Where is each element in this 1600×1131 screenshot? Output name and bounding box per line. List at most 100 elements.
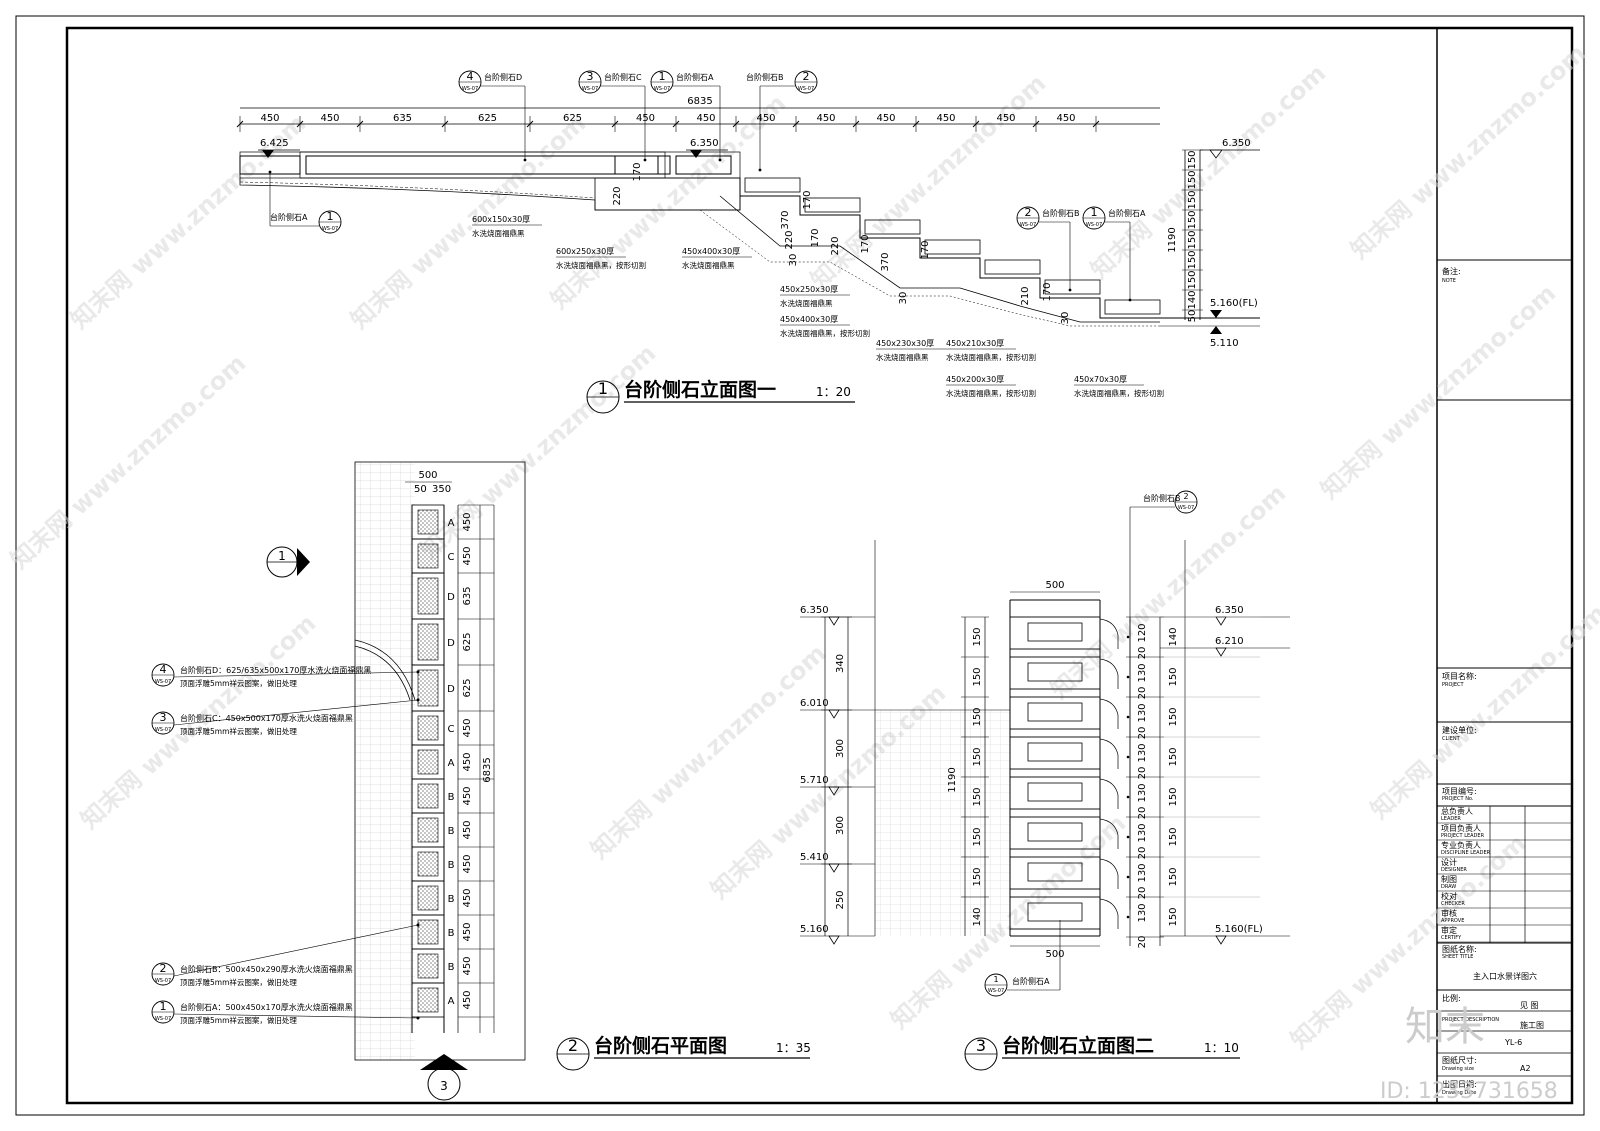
svg-text:WS-07: WS-07 [462,86,478,92]
svg-text:450: 450 [462,956,473,975]
svg-text:450: 450 [462,854,473,873]
elevation-view-2: 500 500 1190 6.3506.0105.7105.4105.1606.… [800,490,1290,997]
elev2-right-dim-b: 150 [1168,747,1179,766]
svg-text:625: 625 [462,632,473,651]
svg-text:D: D [447,592,455,603]
elev1-right-dim: 150 [1187,190,1198,209]
elev1-vdim: 220 [830,236,841,255]
svg-text:顶面浮雕5mm祥云图案，做旧处理: 顶面浮雕5mm祥云图案，做旧处理 [180,1015,297,1025]
svg-text:水洗烧面福鼎黑，按形切割: 水洗烧面福鼎黑，按形切割 [946,388,1036,398]
svg-text:6.425: 6.425 [260,138,289,149]
plan-width-dim: 500 [418,470,437,481]
elev2-inner-dim: 150 [972,867,983,886]
svg-text:4: 4 [467,70,474,83]
elev2-right-dim-b: 150 [1168,667,1179,686]
elev2-left-dim: 300 [835,816,846,835]
svg-text:5.160(FL): 5.160(FL) [1215,924,1263,935]
svg-text:DESIGNER: DESIGNER [1441,867,1467,873]
elev2-inner-dim: 150 [972,627,983,646]
plan-total-dim: 6835 [482,757,493,782]
svg-text:水洗烧面福鼎黑，按形切割: 水洗烧面福鼎黑，按形切割 [556,260,646,270]
elev2-stone [1009,896,1130,930]
svg-text:台阶侧石A: 台阶侧石A [1012,976,1050,986]
elev2-right-dim-a: 130 [1137,743,1148,762]
elev1-right-dim: 50 [1187,310,1198,323]
svg-text:台阶侧石D：625/635x500x170厚水洗火烧面福鼎黑: 台阶侧石D：625/635x500x170厚水洗火烧面福鼎黑 [180,665,371,675]
svg-text:3: 3 [160,711,167,724]
svg-text:DRAW: DRAW [1441,884,1456,890]
svg-text:WS-07: WS-07 [155,679,171,685]
elev1-dim: 625 [563,113,582,124]
svg-text:总负责人: 总负责人 [1441,806,1473,816]
svg-text:2: 2 [803,70,810,83]
svg-text:450: 450 [462,990,473,1009]
elev1-vdim: 220 [612,186,623,205]
svg-text:校对: 校对 [1441,891,1457,901]
elev2-level: 5.160(FL) [1160,924,1290,945]
svg-text:水洗烧面福鼎黑，按形切割: 水洗烧面福鼎黑，按形切割 [946,352,1036,362]
elev1-dim: 625 [478,113,497,124]
view-title-1-text: 台阶侧石立面图一 [624,378,776,401]
elev2-inner-dim: 150 [972,827,983,846]
elev2-level: 6.350 [800,605,875,626]
sheet-number: YL-6 [1504,1038,1522,1047]
svg-text:450: 450 [462,922,473,941]
svg-text:出图日期:: 出图日期: [1442,1079,1477,1089]
svg-text:5.410: 5.410 [800,852,829,863]
svg-text:施工图: 施工图 [1520,1020,1544,1030]
svg-text:设计: 设计 [1441,857,1457,867]
watermark-logo: 知末 [1405,1004,1485,1050]
svg-text:台阶侧石B: 台阶侧石B [746,72,784,82]
elev1-vdim: 170 [1042,282,1053,301]
elev2-right-dim-a: 130 [1137,663,1148,682]
svg-text:SHEET TITLE: SHEET TITLE [1442,954,1473,960]
svg-text:项目编号:: 项目编号: [1442,786,1477,796]
view-title-3-text: 台阶侧石立面图二 [1002,1034,1154,1057]
elev1-dim: 450 [756,113,775,124]
elev1-dim: 450 [996,113,1015,124]
elev2-width-bottom: 500 [1045,949,1064,960]
svg-text:Drawing Date: Drawing Date [1442,1090,1476,1096]
elev1-vdim: 170 [860,234,871,253]
svg-text:水洗烧面福鼎黑: 水洗烧面福鼎黑 [780,298,833,308]
elev2-left-dim: 300 [835,739,846,758]
elev1-right-dim: 150 [1187,270,1198,289]
elev1-right-dim: 150 [1187,210,1198,229]
svg-text:1: 1 [659,70,666,83]
svg-text:水洗烧面福鼎黑: 水洗烧面福鼎黑 [876,352,929,362]
elev1-right-dim: 150 [1187,230,1198,249]
elev1-dim: 450 [876,113,895,124]
svg-text:450: 450 [462,718,473,737]
view-title-2-scale: 1：35 [776,1041,811,1055]
elev1-vdim: 370 [780,210,791,229]
elev2-right-dim-a: 120 [1137,623,1148,642]
elev2-right-dim-a: 130 [1137,903,1148,922]
elev2-right-dim-b: 150 [1168,867,1179,886]
elev1-dim: 450 [696,113,715,124]
svg-text:600x150x30厚: 600x150x30厚 [472,215,530,224]
svg-text:4: 4 [160,663,167,676]
elev2-width-top: 500 [1045,580,1064,591]
svg-text:审定: 审定 [1441,925,1457,935]
svg-text:6.010: 6.010 [800,698,829,709]
watermark-text: 知末网 www.znzmo.com [1315,279,1561,504]
elev2-left-dim: 340 [835,654,846,673]
svg-text:6.350: 6.350 [1222,138,1251,149]
svg-text:WS-07: WS-07 [582,86,598,92]
svg-text:1: 1 [327,210,334,223]
svg-text:备注:: 备注: [1442,266,1461,276]
svg-text:台阶侧石A: 台阶侧石A [270,212,308,222]
